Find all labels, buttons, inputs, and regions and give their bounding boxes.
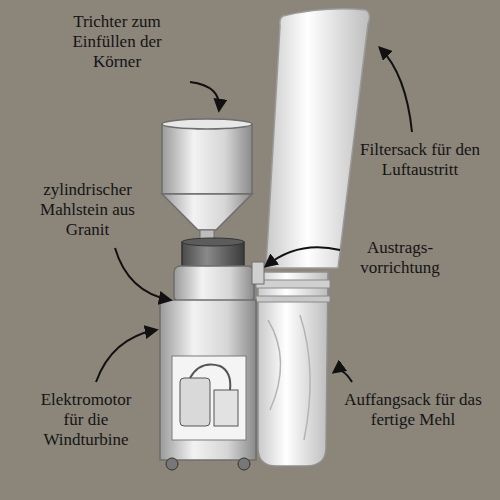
leader-arrow	[190, 82, 219, 110]
hopper	[162, 124, 252, 194]
leader-arrow	[334, 370, 352, 382]
hopper-rim	[162, 119, 252, 129]
part-label: Elektromotor für die Windturbine	[30, 390, 142, 450]
sack-clamp	[256, 280, 330, 288]
leader-arrow	[380, 48, 412, 132]
wheel	[166, 458, 178, 470]
sack-clamp	[256, 296, 330, 302]
part-label: zylindrischer Mahlstein aus Granit	[25, 180, 150, 240]
turbine	[214, 390, 238, 426]
part-label: Austrags- vorrichtung	[345, 238, 455, 278]
millstone-top	[182, 238, 244, 246]
filter-sack	[266, 9, 370, 268]
leader-arrow	[96, 330, 156, 382]
electric-motor	[180, 378, 210, 426]
leader-arrow	[115, 248, 170, 300]
leader-arrow	[266, 247, 340, 266]
part-label: Filtersack für den Luftaustritt	[355, 140, 485, 180]
discharge-spout	[252, 262, 264, 284]
mill-housing	[174, 266, 254, 302]
wheel	[238, 458, 250, 470]
motor-pipe	[190, 365, 230, 391]
part-label: Auffangsack für das fertige Mehl	[342, 390, 484, 430]
motor-window	[172, 356, 246, 440]
part-label: Trichter zum Einfüllen der Körner	[52, 12, 182, 72]
sack-fold	[268, 315, 310, 440]
base-cabinet	[160, 300, 256, 460]
hopper-funnel	[162, 194, 252, 230]
